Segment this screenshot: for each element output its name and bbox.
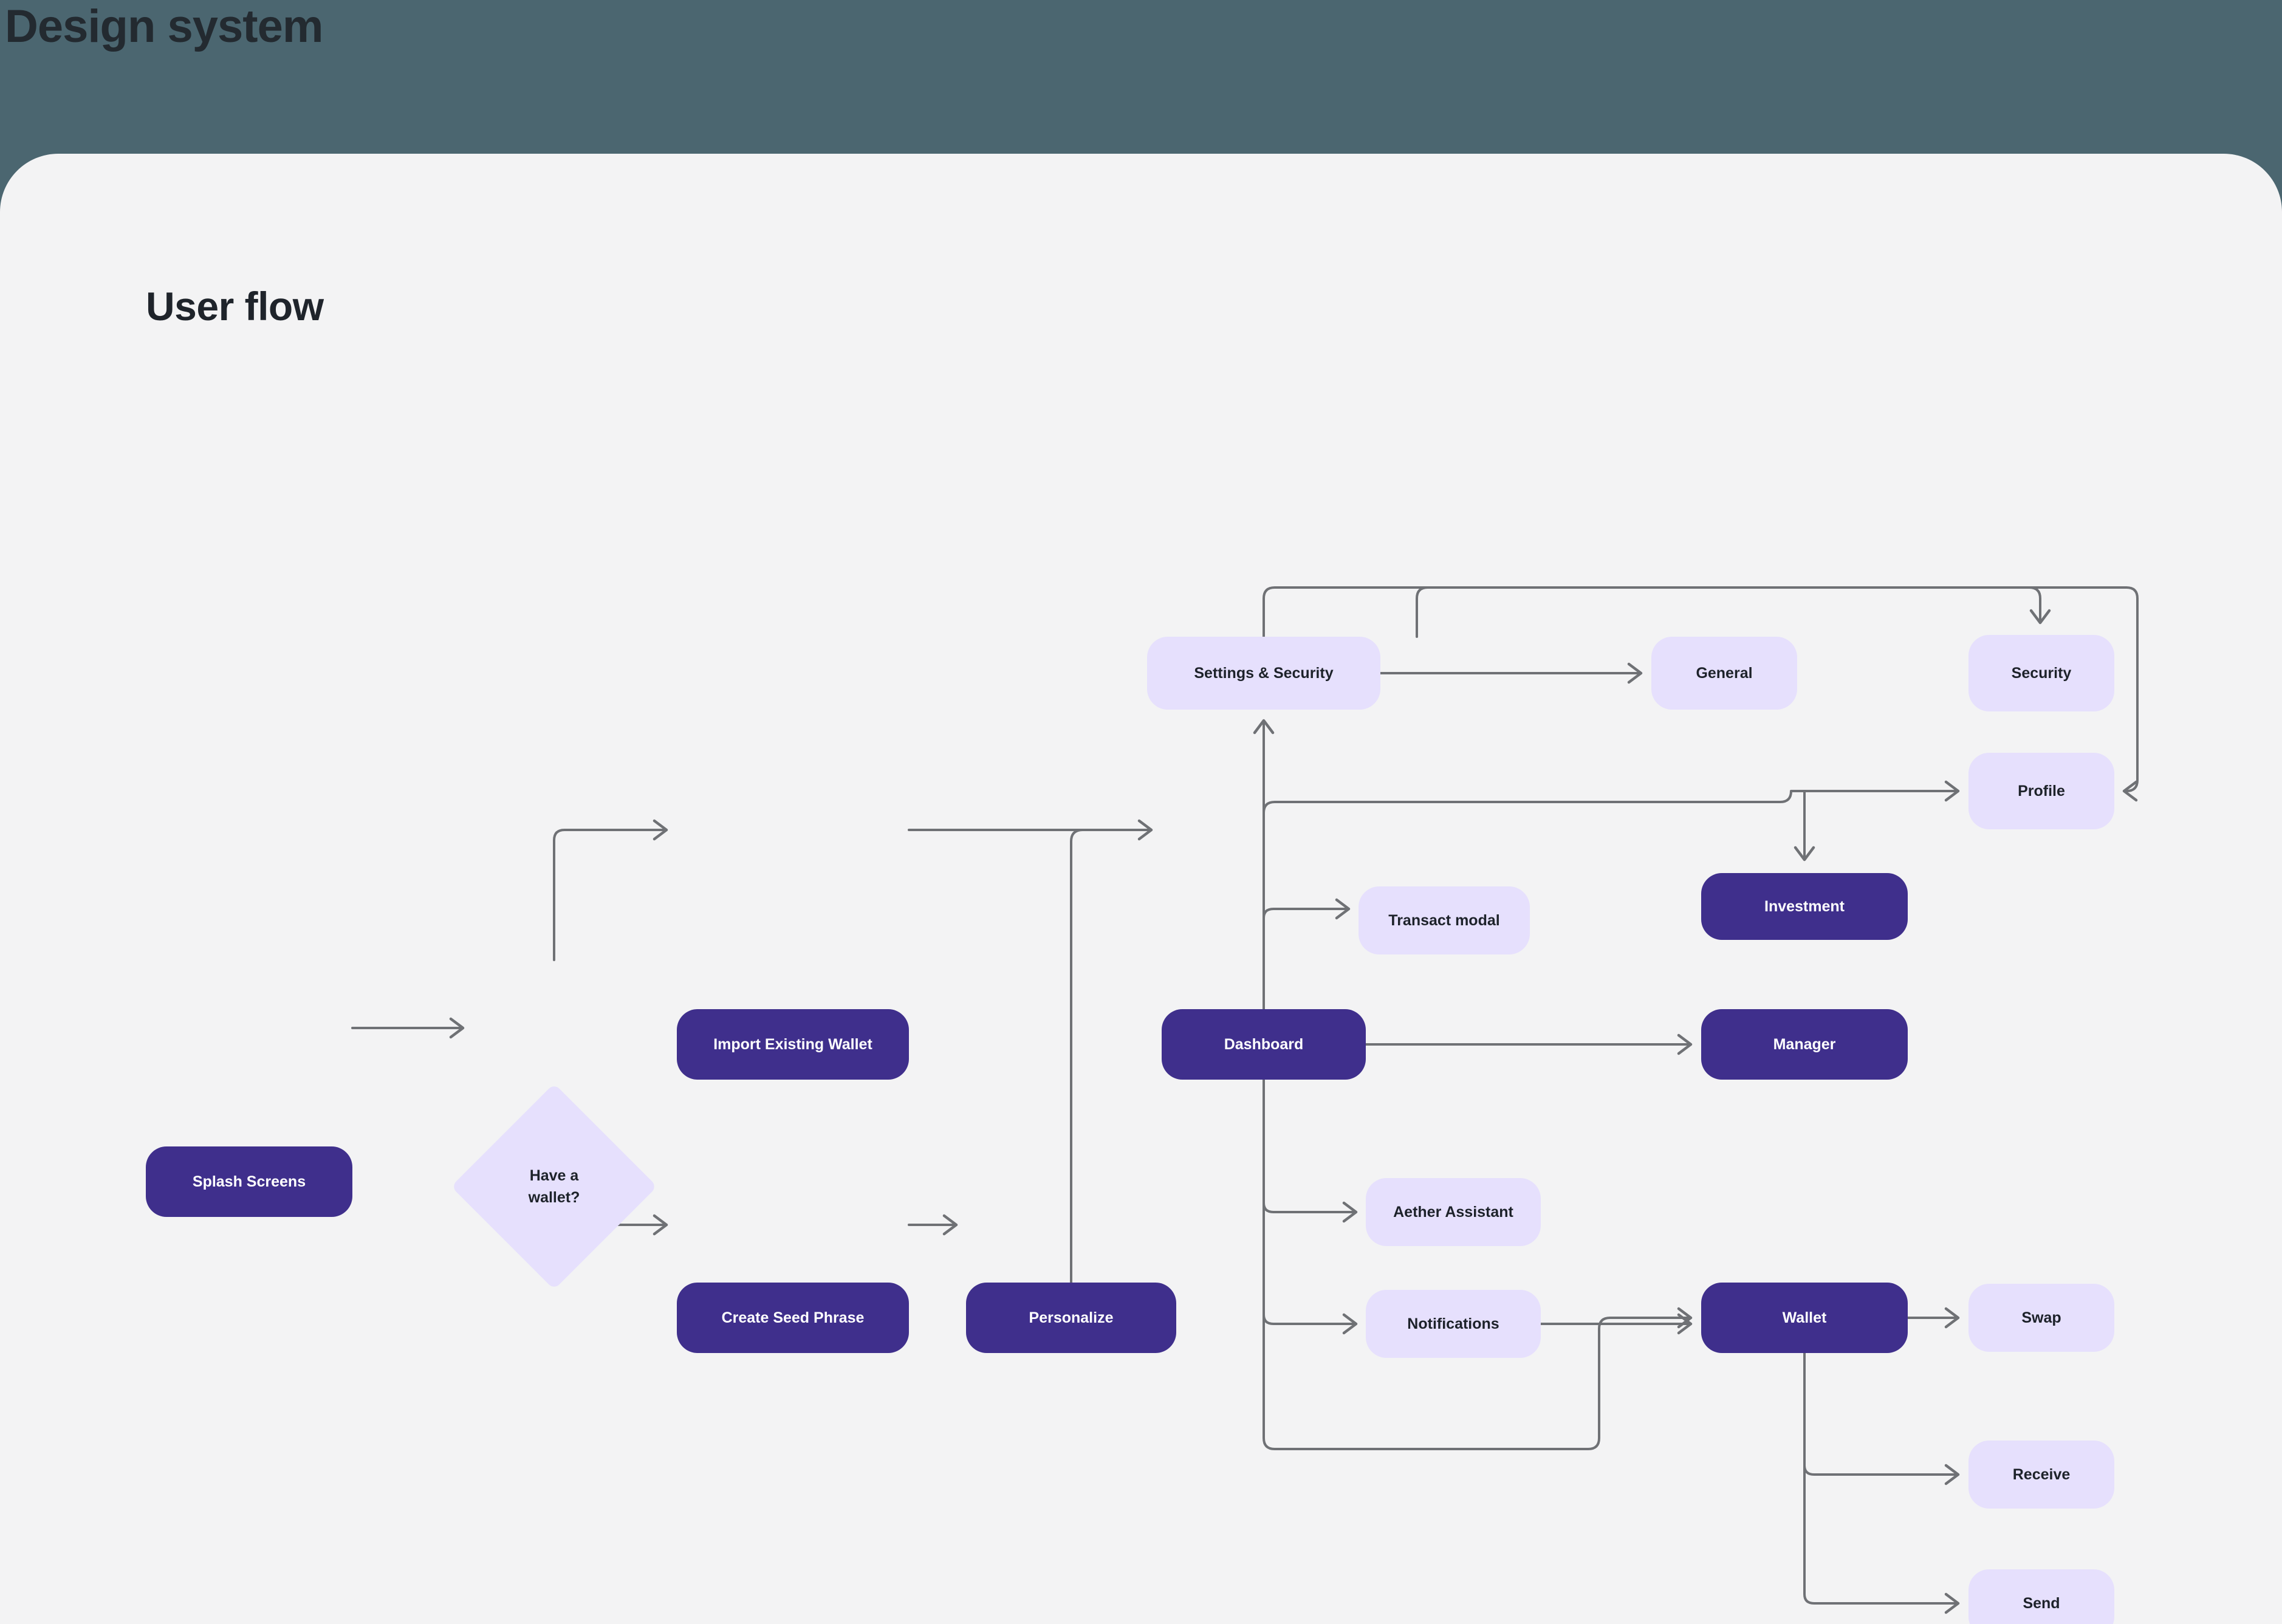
flow-node-security[interactable]: Security	[1968, 635, 2114, 711]
flow-node-label: Aether Assistant	[1393, 1203, 1513, 1221]
flow-node-label: Security	[2011, 664, 2072, 682]
flow-node-splash-screens[interactable]: Splash Screens	[146, 1146, 352, 1217]
flow-node-label: Create Seed Phrase	[721, 1309, 865, 1326]
flow-node-label: Settings & Security	[1194, 664, 1334, 682]
flow-node-send[interactable]: Send	[1968, 1569, 2114, 1624]
flow-node-swap[interactable]: Swap	[1968, 1284, 2114, 1352]
flow-node-label: General	[1696, 664, 1753, 682]
flow-edge-layer: .e{fill:none;stroke:#6F7175;stroke-width…	[351, 586, 2139, 1614]
flow-node-notifications[interactable]: Notifications	[1366, 1290, 1541, 1358]
flow-node-label: Transact modal	[1388, 911, 1500, 929]
flow-node-label: Wallet	[1782, 1309, 1827, 1326]
user-flow-canvas-card: User flow .e{fill:none;stroke:#6F7175;st…	[0, 154, 2282, 1624]
flow-node-label: Send	[2023, 1594, 2060, 1612]
flow-node-label: Manager	[1773, 1035, 1836, 1053]
flow-node-create-seed-phrase[interactable]: Create Seed Phrase	[677, 1283, 909, 1353]
page-title: Design system	[5, 1, 323, 52]
flow-node-dashboard[interactable]: Dashboard	[1162, 1009, 1366, 1080]
flow-node-receive[interactable]: Receive	[1968, 1441, 2114, 1509]
flow-node-settings-and-security[interactable]: Settings & Security	[1147, 637, 1380, 710]
flow-node-transact-modal[interactable]: Transact modal	[1359, 886, 1530, 954]
flow-node-general[interactable]: General	[1651, 637, 1797, 710]
flow-node-label: Import Existing Wallet	[713, 1035, 872, 1053]
flow-node-label: Swap	[2021, 1309, 2061, 1326]
user-flow-heading: User flow	[146, 284, 324, 329]
flow-node-import-existing-wallet[interactable]: Import Existing Wallet	[677, 1009, 909, 1080]
flow-node-investment[interactable]: Investment	[1701, 873, 1908, 940]
flow-node-label: Receive	[2012, 1465, 2071, 1483]
flow-node-wallet[interactable]: Wallet	[1701, 1283, 1908, 1353]
flow-node-label: Splash Screens	[192, 1173, 306, 1190]
flow-node-profile[interactable]: Profile	[1968, 753, 2114, 829]
flow-node-label: Dashboard	[1224, 1035, 1304, 1053]
flow-node-label: Personalize	[1029, 1309, 1114, 1326]
flow-node-personalize[interactable]: Personalize	[966, 1283, 1176, 1353]
flow-node-label: Notifications	[1407, 1315, 1499, 1332]
flow-node-aether-assistant[interactable]: Aether Assistant	[1366, 1178, 1541, 1246]
flow-node-label: Investment	[1764, 897, 1845, 915]
flow-node-label: Profile	[2018, 782, 2065, 800]
flow-node-manager[interactable]: Manager	[1701, 1009, 1908, 1080]
